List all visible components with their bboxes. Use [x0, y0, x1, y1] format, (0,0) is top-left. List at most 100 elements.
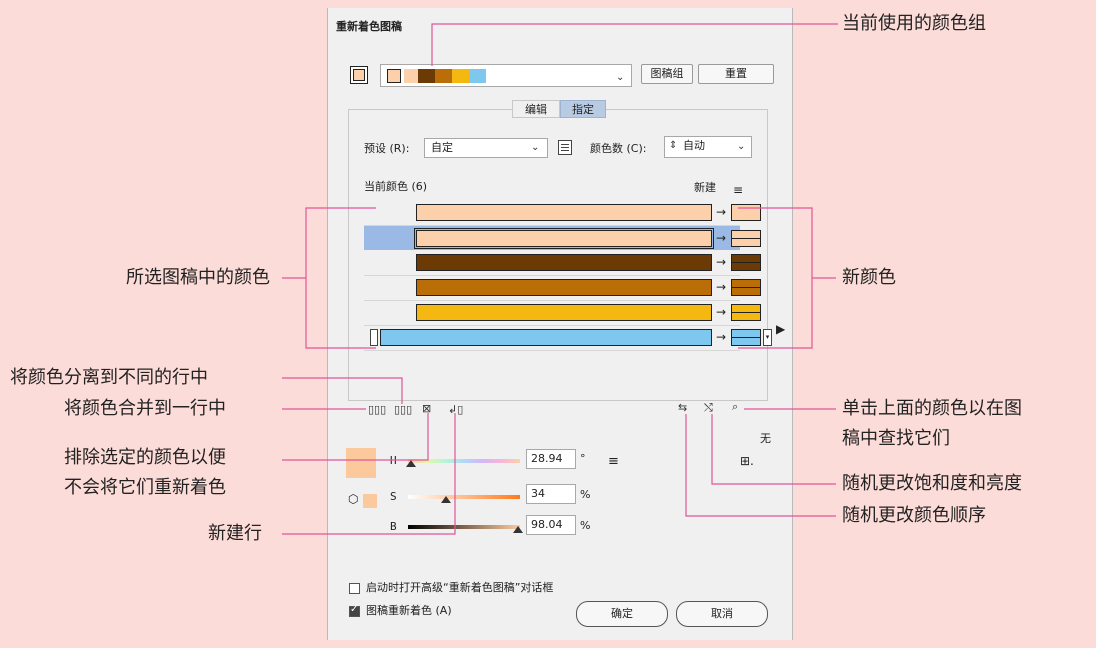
current-color-bar[interactable] [380, 329, 712, 346]
color-group-swatch-4 [435, 69, 452, 83]
leader-current-color-group [431, 23, 838, 66]
arrow-right-icon: → [716, 255, 727, 269]
bracket-selected-art-colors [305, 207, 376, 349]
tab-edit[interactable]: 编辑 [512, 100, 560, 118]
arrow-right-icon: → [716, 280, 727, 294]
current-color-bar[interactable] [414, 228, 714, 249]
tab-assign[interactable]: 指定 [560, 100, 606, 118]
slider-menu-icon[interactable]: ≡ [608, 454, 619, 469]
annotation-new-row: 新建行 [208, 523, 262, 544]
color-count-label: 颜色数 (C): [590, 142, 647, 155]
annotation-find-in-art-2: 稿中查找它们 [842, 428, 950, 449]
dialog-title: 重新着色图稿 [336, 20, 402, 33]
color-reduction-options-icon[interactable] [558, 140, 572, 155]
preset-dropdown[interactable]: 自定 ⌄ [424, 138, 548, 158]
color-group-swatch-3 [418, 69, 435, 83]
b-slider-thumb[interactable] [512, 526, 523, 533]
cancel-button[interactable]: 取消 [676, 601, 768, 627]
arrow-right-icon: → [716, 305, 727, 319]
h-input[interactable]: 28.94 [526, 449, 576, 469]
active-color-fill [353, 69, 365, 81]
cube-icon[interactable]: ⬡ [348, 492, 359, 506]
leader-randomize-saturation [711, 414, 836, 485]
annotation-new-colors: 新颜色 [842, 267, 896, 288]
arrow-right-icon: → [716, 205, 727, 219]
chevron-down-icon: ⌄ [531, 142, 540, 153]
s-slider[interactable] [408, 495, 520, 499]
active-color-swatch[interactable] [346, 448, 376, 478]
separate-colors-icon[interactable]: ▯▯▯ [394, 403, 413, 416]
table-row[interactable]: → [364, 301, 761, 326]
stepper-icon[interactable]: ⇕ [669, 140, 678, 151]
b-slider[interactable] [408, 525, 520, 529]
table-row[interactable]: → [364, 201, 761, 226]
leader-randomize-order [685, 414, 836, 517]
h-slider-thumb[interactable] [406, 460, 417, 467]
menu-icon[interactable]: ≡ [733, 183, 744, 197]
s-unit: % [580, 488, 591, 501]
color-rows: → → → → → → ▾ [364, 201, 772, 373]
annotation-randomize-saturation: 随机更改饱和度和亮度 [842, 473, 1022, 494]
annotation-selected-art-colors: 所选图稿中的颜色 [126, 267, 270, 288]
table-row[interactable]: → [364, 251, 761, 276]
color-group-dropdown[interactable]: ⌄ [380, 64, 632, 87]
table-row-selected[interactable]: → [364, 226, 761, 250]
new-color-swatch[interactable] [731, 254, 761, 271]
recolor-artwork-dialog: 重新着色图稿 ⌄ 图稿组 重置 编辑 指定 预设 (R): 自定 ⌄ 颜色数 (… [327, 8, 793, 640]
h-slider[interactable] [408, 459, 520, 463]
b-unit: % [580, 519, 591, 532]
reset-button[interactable]: 重置 [698, 64, 774, 84]
recolor-art-label: 图稿重新着色 (A) [366, 604, 452, 617]
exclude-colors-icon[interactable]: ⊠ [422, 402, 432, 415]
annotation-separate-colors: 将颜色分离到不同的行中 [10, 367, 208, 388]
color-group-swatch-1 [387, 69, 401, 83]
color-count-stepper[interactable]: ⇕ 自动 ⌄ [664, 136, 752, 158]
open-advanced-checkbox[interactable] [349, 583, 360, 594]
preset-label: 预设 (R): [364, 142, 410, 155]
current-color-bar[interactable] [416, 204, 712, 221]
randomize-order-icon[interactable]: ⇆ [678, 401, 688, 414]
new-header: 新建 [694, 181, 716, 194]
expand-panel-icon[interactable]: ▶ [776, 322, 786, 336]
s-label: S [390, 490, 397, 503]
table-row[interactable]: → [364, 276, 761, 301]
current-color-bar[interactable] [416, 279, 712, 296]
new-row-icon[interactable]: ↲▯ [448, 403, 464, 416]
find-in-art-icon[interactable]: ⌕ [732, 400, 739, 413]
color-method-dropdown-icon[interactable]: ▾ [763, 329, 772, 346]
fill-swatch[interactable] [363, 494, 377, 508]
s-input[interactable]: 34 [526, 484, 576, 504]
row-grip-icon[interactable] [370, 329, 378, 346]
artwork-group-button[interactable]: 图稿组 [641, 64, 693, 84]
new-color-swatch[interactable] [731, 230, 761, 247]
color-library-icon[interactable]: ⊞. [740, 454, 754, 468]
randomize-saturation-icon[interactable]: ⤭ [704, 401, 713, 414]
annotation-exclude-colors-2: 不会将它们重新着色 [64, 477, 226, 498]
arrow-right-icon: → [716, 330, 727, 344]
new-color-swatch[interactable] [731, 279, 761, 296]
none-label: 无 [760, 432, 771, 445]
merge-colors-icon[interactable]: ▯▯▯ [368, 403, 387, 416]
annotation-randomize-order: 随机更改颜色顺序 [842, 505, 986, 526]
b-label: B [390, 520, 397, 533]
leader-separate-colors [282, 377, 403, 404]
current-color-bar[interactable] [416, 254, 712, 271]
color-group-swatch-5 [452, 69, 469, 83]
current-color-bar[interactable] [416, 304, 712, 321]
leader-new-row [282, 413, 456, 535]
table-row[interactable]: → ▾ [364, 326, 772, 351]
chevron-down-icon: ⌄ [737, 141, 746, 152]
s-slider-thumb[interactable] [441, 496, 452, 503]
new-color-swatch[interactable] [731, 329, 761, 346]
recolor-art-checkbox[interactable] [349, 604, 360, 617]
annotation-exclude-colors-1: 排除选定的颜色以便 [64, 447, 226, 468]
color-count-value: 自动 [683, 139, 705, 152]
preset-value: 自定 [431, 141, 453, 154]
b-input[interactable]: 98.04 [526, 515, 576, 535]
active-color-group-swatch[interactable] [350, 66, 368, 84]
ok-button[interactable]: 确定 [576, 601, 668, 627]
new-color-swatch[interactable] [731, 304, 761, 321]
current-colors-header: 当前颜色 (6) [364, 180, 428, 193]
bracket-new-colors [738, 207, 813, 349]
annotation-merge-colors: 将颜色合并到一行中 [64, 398, 226, 419]
